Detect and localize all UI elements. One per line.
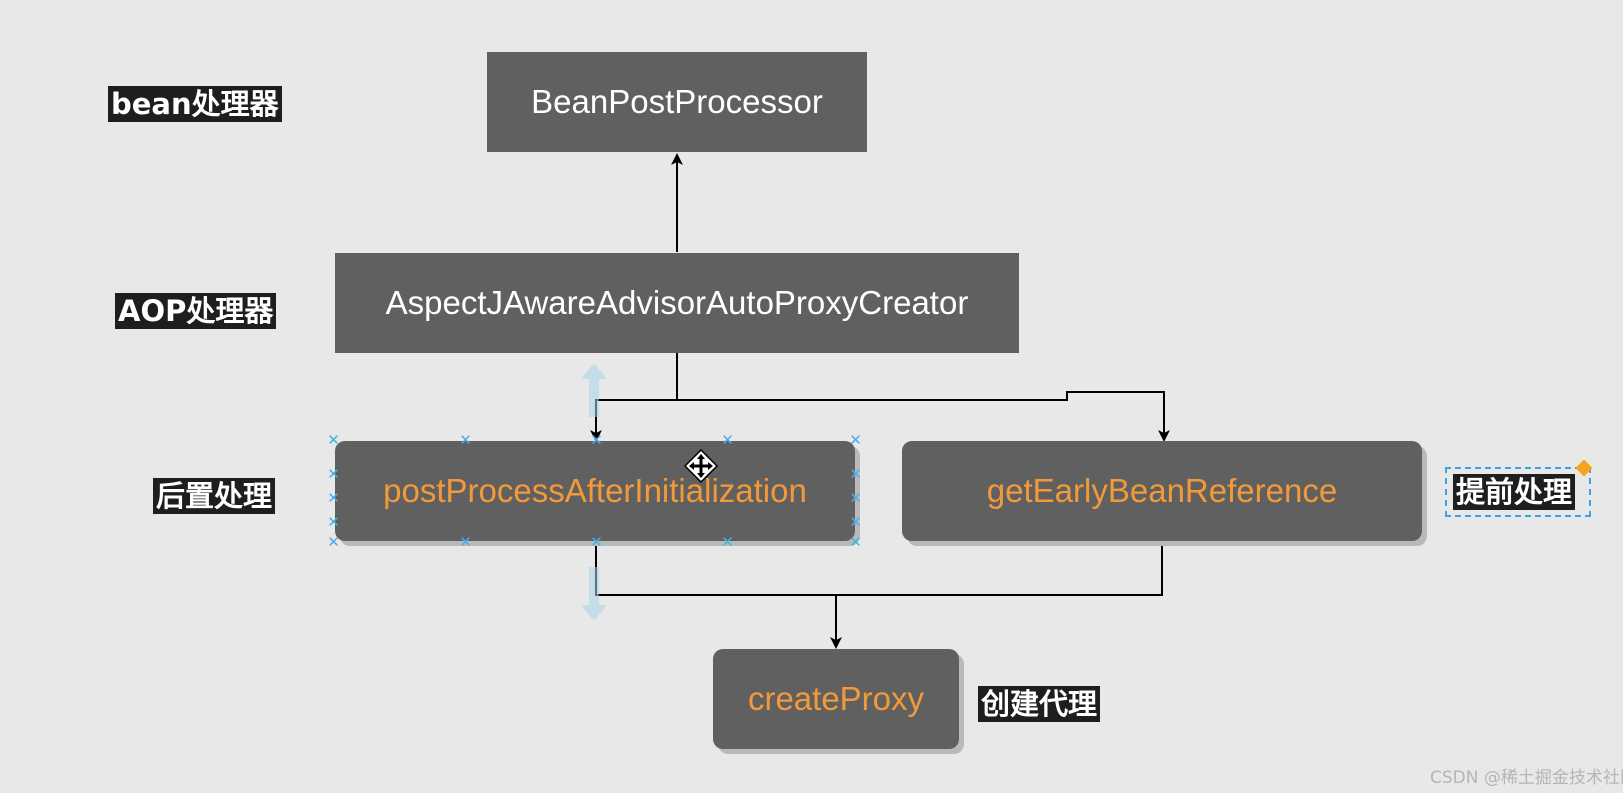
node-get-early-bean-reference[interactable]: getEarlyBeanReference bbox=[902, 441, 1422, 541]
selection-handle-icon[interactable]: ✕ bbox=[849, 465, 862, 483]
node-create-proxy[interactable]: createProxy bbox=[713, 649, 959, 749]
selection-handle-icon[interactable]: ✕ bbox=[849, 513, 862, 531]
selection-handle-icon[interactable]: ✕ bbox=[459, 431, 472, 449]
label-post-processing: 后置处理 bbox=[153, 478, 276, 514]
selection-handle-icon[interactable]: ✕ bbox=[849, 533, 862, 551]
watermark: CSDN @稀土掘金技术社区 bbox=[1430, 768, 1623, 788]
edge-aspectj-to-postprocess[interactable] bbox=[590, 353, 678, 442]
selection-handle-icon[interactable]: ✕ bbox=[590, 533, 603, 551]
node-post-process-after-initialization[interactable]: postProcessAfterInitialization bbox=[335, 441, 855, 541]
resize-arrow-up-icon[interactable] bbox=[581, 363, 607, 417]
label-aop-processor: AOP处理器 bbox=[115, 293, 277, 329]
resize-arrow-down-icon[interactable] bbox=[581, 567, 607, 621]
selection-handle-icon[interactable]: ✕ bbox=[327, 533, 340, 551]
selection-handle-icon[interactable]: ✕ bbox=[327, 489, 340, 507]
selection-handle-icon[interactable]: ✕ bbox=[721, 431, 734, 449]
edge-early-reference-to-createproxy[interactable] bbox=[836, 541, 1163, 596]
node-bean-post-processor-text: BeanPostProcessor bbox=[531, 83, 823, 120]
selection-handle-icon[interactable]: ✕ bbox=[327, 513, 340, 531]
selection-handle-icon[interactable]: ✕ bbox=[327, 431, 340, 449]
selection-handle-icon[interactable]: ✕ bbox=[721, 533, 734, 551]
node-post-process-text: postProcessAfterInitialization bbox=[383, 472, 807, 509]
selection-handle-icon[interactable]: ✕ bbox=[590, 431, 603, 449]
node-create-proxy-text: createProxy bbox=[747, 680, 925, 717]
label-early-processing[interactable]: 提前处理 bbox=[1453, 474, 1576, 510]
selection-handle-icon[interactable]: ✕ bbox=[849, 431, 862, 449]
edge-postprocess-to-createproxy[interactable] bbox=[595, 541, 842, 649]
node-bean-post-processor[interactable]: BeanPostProcessor bbox=[487, 52, 867, 152]
node-aspectj-aware-advisor-auto-proxy-creator[interactable]: AspectJAwareAdvisorAutoProxyCreator bbox=[335, 253, 1019, 353]
selection-handle-icon[interactable]: ✕ bbox=[459, 533, 472, 551]
early-processing-selection-frame[interactable] bbox=[1445, 467, 1591, 517]
label-bean-processor: bean处理器 bbox=[108, 86, 282, 122]
node-early-reference-text: getEarlyBeanReference bbox=[986, 472, 1338, 509]
node-aspectj-text: AspectJAwareAdvisorAutoProxyCreator bbox=[385, 284, 969, 321]
selection-handle-icon[interactable]: ✕ bbox=[327, 465, 340, 483]
label-create-proxy: 创建代理 bbox=[978, 686, 1101, 722]
selection-handle-icon[interactable]: ✕ bbox=[849, 489, 862, 507]
edge-aspectj-to-early-reference[interactable] bbox=[677, 391, 1170, 442]
move-cursor-icon bbox=[684, 449, 718, 483]
